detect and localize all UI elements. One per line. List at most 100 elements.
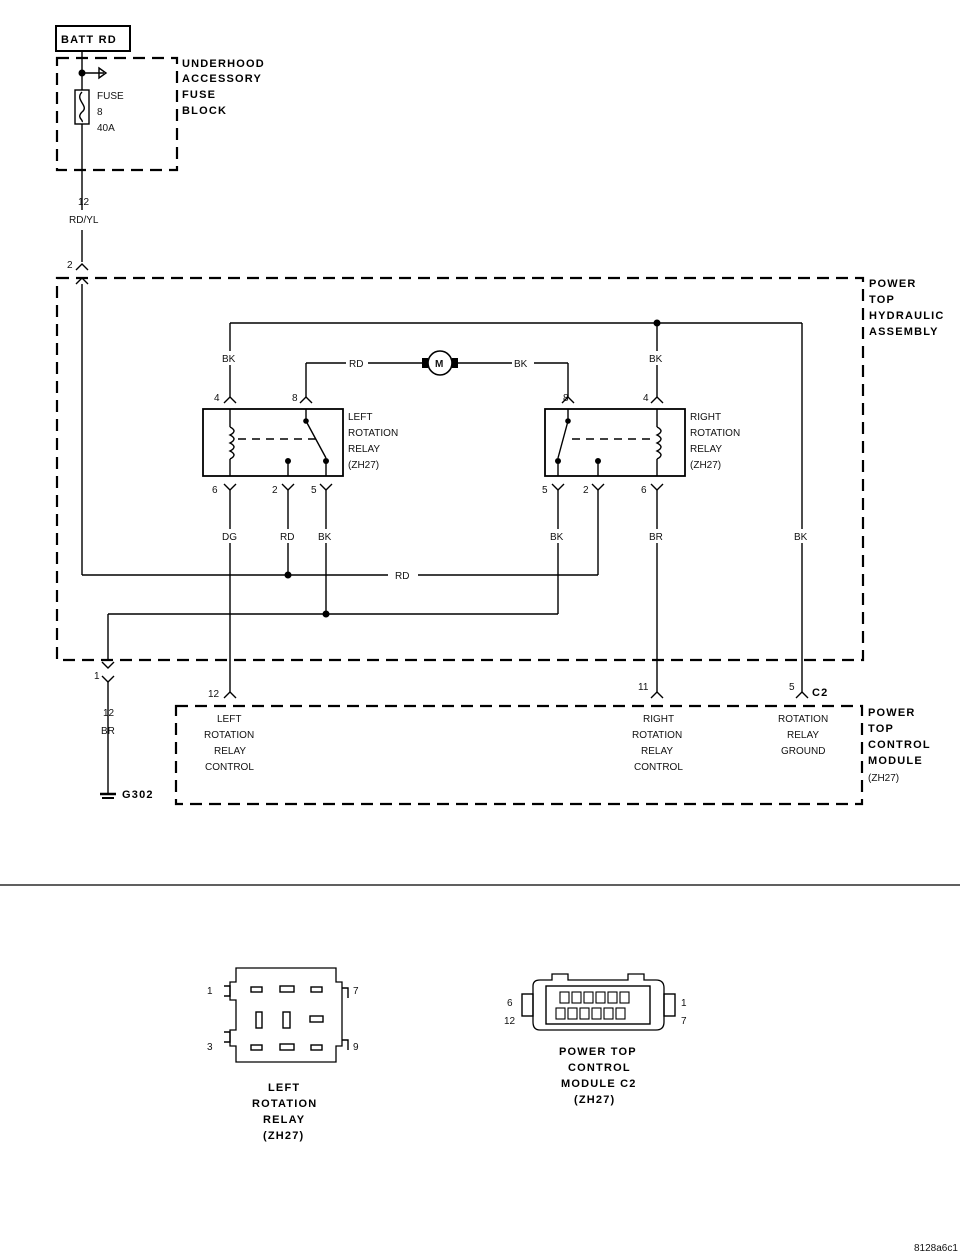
control-module-label-5: (ZH27) — [868, 773, 899, 784]
right-rotation-relay: 8 4 RIGHT ROTATION RELAY (ZH27) 5 2 6 — [542, 393, 740, 496]
svg-text:LEFT: LEFT — [268, 1082, 300, 1094]
feed-wire-color: RD/YL — [69, 215, 99, 226]
svg-text:MODULE C2: MODULE C2 — [561, 1078, 637, 1090]
motor-symbol: M — [422, 350, 458, 376]
cm-pin-12: 12 LEFT ROTATION RELAY CONTROL — [204, 689, 254, 773]
svg-text:(ZH27): (ZH27) — [574, 1094, 615, 1106]
batt-label: BATT RD — [61, 34, 117, 46]
hydraulic-label-2: TOP — [869, 294, 895, 306]
control-module-connector-view: 6 12 1 7 POWER TOP CONTROL MODULE C2 (ZH… — [504, 973, 687, 1106]
svg-text:ROTATION: ROTATION — [252, 1098, 317, 1110]
svg-text:8: 8 — [292, 393, 298, 404]
left-relay-wire-dg: DG — [222, 532, 237, 543]
svg-text:1: 1 — [207, 986, 213, 997]
svg-text:ROTATION: ROTATION — [632, 730, 682, 741]
control-module-connector: C2 — [812, 687, 828, 699]
svg-text:CONTROL: CONTROL — [568, 1062, 631, 1074]
svg-text:5: 5 — [542, 485, 548, 496]
svg-text:6: 6 — [507, 998, 513, 1009]
feed-wire-gauge: 12 — [78, 197, 90, 208]
fuse-block-label-2: ACCESSORY — [182, 73, 262, 85]
svg-text:RIGHT: RIGHT — [690, 412, 721, 423]
svg-text:(ZH27): (ZH27) — [263, 1130, 304, 1142]
svg-text:RELAY: RELAY — [787, 730, 819, 741]
ground-label: G302 — [122, 789, 154, 801]
svg-text:GROUND: GROUND — [781, 746, 825, 757]
ground-symbol — [100, 792, 116, 799]
svg-text:4: 4 — [643, 393, 649, 404]
control-module-boundary — [174, 704, 864, 806]
control-module-label-3: CONTROL — [868, 739, 931, 751]
control-module-label-1: POWER — [868, 707, 916, 719]
svg-text:ROTATION: ROTATION — [778, 714, 828, 725]
left-relay-wire-bk: BK — [318, 532, 332, 543]
svg-text:12: 12 — [208, 689, 220, 700]
left-relay-top-coil-wire: BK — [222, 354, 236, 365]
svg-text:7: 7 — [353, 986, 359, 997]
fuse-text-1: FUSE — [97, 91, 124, 102]
svg-text:ROTATION: ROTATION — [690, 428, 740, 439]
hydraulic-label-4: ASSEMBLY — [869, 326, 939, 338]
svg-text:5: 5 — [789, 682, 795, 693]
right-relay-top-coil-wire: BK — [649, 354, 663, 365]
svg-text:POWER TOP: POWER TOP — [559, 1046, 637, 1058]
ground-pin: 1 — [94, 671, 100, 682]
left-rotation-relay: 4 8 LEFT ROTATION RELAY (ZH27) 6 2 5 — [202, 393, 398, 496]
fuse-block-boundary — [55, 56, 179, 172]
fuse-block-label-4: BLOCK — [182, 105, 227, 117]
svg-text:RELAY: RELAY — [690, 444, 722, 455]
right-relay-wire-br: BR — [649, 532, 663, 543]
svg-text:11: 11 — [638, 682, 649, 693]
ground-wire-gauge: 12 — [103, 708, 115, 719]
svg-text:(ZH27): (ZH27) — [690, 460, 721, 471]
svg-text:RIGHT: RIGHT — [643, 714, 674, 725]
svg-text:6: 6 — [641, 485, 647, 496]
hydraulic-label-3: HYDRAULIC — [869, 310, 945, 322]
svg-text:RELAY: RELAY — [263, 1114, 305, 1126]
ground-wire-color: BR — [101, 726, 115, 737]
svg-text:CONTROL: CONTROL — [205, 762, 254, 773]
cm-pin-5: 5 ROTATION RELAY GROUND — [778, 682, 828, 757]
svg-text:RELAY: RELAY — [214, 746, 246, 757]
svg-text:4: 4 — [214, 393, 220, 404]
fuse-symbol — [74, 89, 90, 125]
svg-text:5: 5 — [311, 485, 317, 496]
left-relay-connector-view: 1 7 3 9 LEFT ROTATION RELAY (ZH27) — [207, 967, 359, 1142]
feed-pin: 2 — [67, 260, 73, 271]
ground-bus-wire-label: BK — [794, 532, 808, 543]
control-module-label-4: MODULE — [868, 755, 923, 767]
hydraulic-label-1: POWER — [869, 278, 917, 290]
svg-text:CONTROL: CONTROL — [634, 762, 683, 773]
batt-box — [55, 25, 131, 52]
right-relay-wire-bk: BK — [550, 532, 564, 543]
fuse-text-3: 40A — [97, 123, 115, 134]
svg-text:3: 3 — [207, 1042, 213, 1053]
svg-text:M: M — [435, 359, 443, 370]
cm-pin-11: 11 RIGHT ROTATION RELAY CONTROL — [632, 682, 683, 773]
svg-text:7: 7 — [681, 1016, 687, 1027]
fuse-block-label-3: FUSE — [182, 89, 216, 101]
motor-right-wire: BK — [514, 359, 528, 370]
svg-text:ROTATION: ROTATION — [204, 730, 254, 741]
svg-text:LEFT: LEFT — [348, 412, 372, 423]
rd-bus-label: RD — [395, 571, 409, 582]
fuse-block-label-1: UNDERHOOD — [182, 58, 265, 70]
svg-text:2: 2 — [272, 485, 278, 496]
svg-text:RELAY: RELAY — [641, 746, 673, 757]
figure-code: 8128a6c1 — [914, 1243, 958, 1254]
svg-text:1: 1 — [681, 998, 687, 1009]
svg-text:RELAY: RELAY — [348, 444, 380, 455]
svg-text:2: 2 — [583, 485, 589, 496]
left-relay-wire-rd: RD — [280, 532, 294, 543]
control-module-label-2: TOP — [868, 723, 894, 735]
svg-text:ROTATION: ROTATION — [348, 428, 398, 439]
fuse-text-2: 8 — [97, 107, 103, 118]
svg-text:6: 6 — [212, 485, 218, 496]
svg-text:12: 12 — [504, 1016, 516, 1027]
motor-left-wire: RD — [349, 359, 363, 370]
svg-text:LEFT: LEFT — [217, 714, 241, 725]
svg-text:(ZH27): (ZH27) — [348, 460, 379, 471]
svg-text:9: 9 — [353, 1042, 359, 1053]
hydraulic-assembly-boundary — [55, 276, 865, 662]
